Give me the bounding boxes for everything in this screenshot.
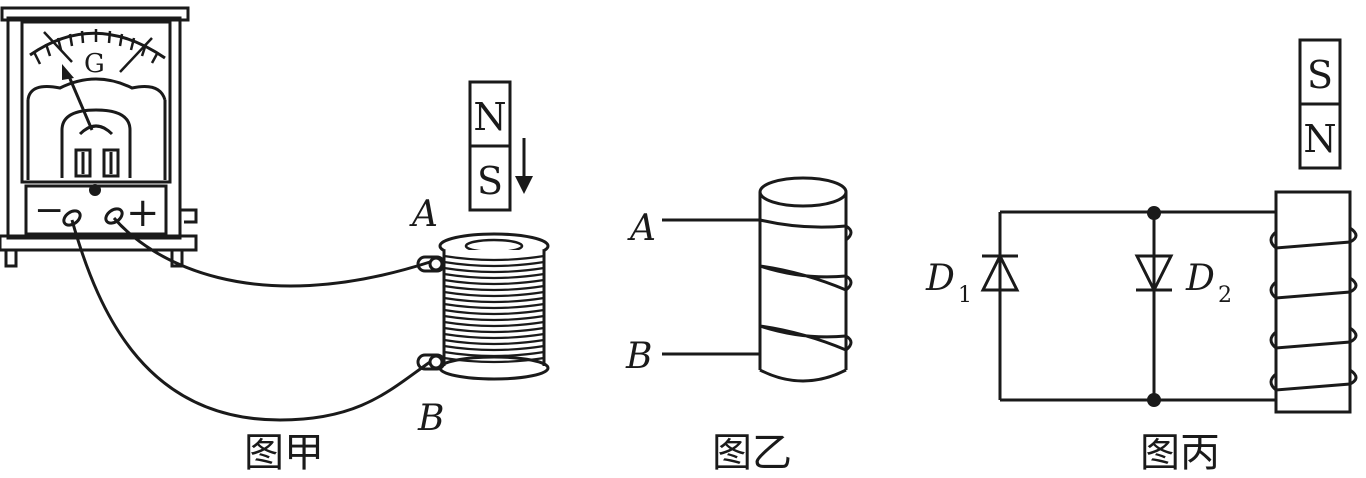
arrow-down-icon: [515, 176, 533, 194]
junction-top: [1147, 206, 1161, 220]
meter-label: G: [84, 49, 105, 79]
cylinder-coil: [662, 176, 853, 383]
needle: [66, 73, 94, 131]
diode-d2: [1134, 254, 1174, 294]
diode-d1: [980, 252, 1020, 292]
label-a: A: [409, 194, 438, 235]
d2-subscript: 2: [1218, 283, 1232, 308]
minus-sign: −: [34, 190, 64, 231]
coil-terminal-a[interactable]: [416, 255, 446, 273]
coil-block: [1269, 190, 1358, 414]
magnet-c-top-pole: S: [1307, 53, 1333, 97]
caption-b: 图乙: [712, 430, 792, 476]
d1-letter: D: [925, 258, 955, 299]
terminal-minus[interactable]: [61, 208, 83, 228]
plus-sign: +: [126, 190, 160, 236]
wire-a: [112, 217, 431, 288]
diode-circuit: [980, 206, 1276, 407]
coil-terminal-b[interactable]: [416, 353, 446, 371]
bar-magnet-c: S N: [1298, 38, 1342, 170]
caption-a: 图甲: [244, 430, 324, 476]
spool-coil: [416, 232, 550, 381]
magnet-c-bottom-pole: N: [1303, 117, 1336, 161]
magnet-a-top-pole: N: [473, 95, 506, 139]
label-b: B: [417, 398, 444, 439]
needle-tip-icon: [62, 64, 74, 80]
d2-letter: D: [1185, 258, 1215, 299]
wire-b: [70, 219, 431, 422]
d1-subscript: 1: [958, 283, 972, 308]
caption-c: 图丙: [1140, 430, 1220, 476]
bar-magnet-a: N S: [468, 80, 512, 212]
junction-bottom: [1147, 393, 1161, 407]
label-b-a: A: [627, 208, 656, 249]
label-b-b: B: [625, 336, 652, 377]
galvanometer: G − +: [0, 6, 198, 268]
terminal-plus[interactable]: [103, 206, 125, 226]
magnet-a-bottom-pole: S: [477, 159, 503, 203]
scale-ticks: [32, 29, 160, 73]
